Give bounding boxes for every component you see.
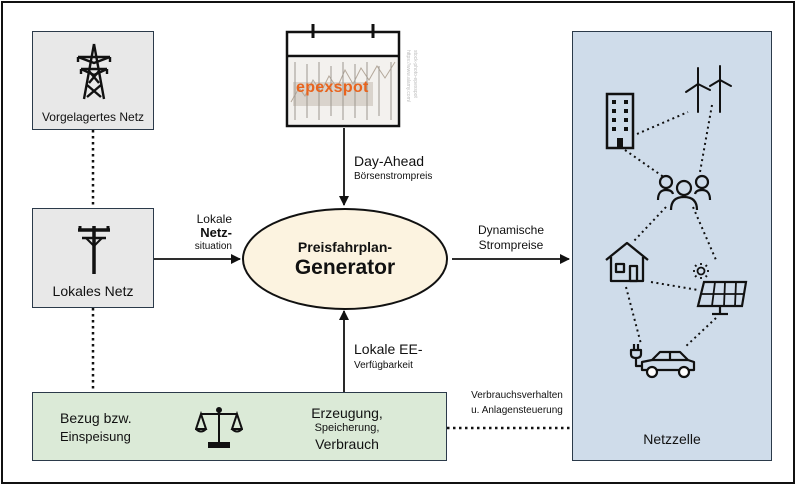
svg-text:https://www.alamy.com/: https://www.alamy.com/	[405, 50, 411, 103]
bezug-label: Bezug bzw.	[60, 410, 132, 426]
day-ahead-label: Day-Ahead	[354, 153, 425, 169]
verbrauchsverhalten-label: Verbrauchsverhalten	[471, 390, 563, 401]
building-icon	[605, 92, 635, 150]
epex-logo: epexspot	[296, 79, 369, 97]
wind-turbine-icon	[685, 65, 732, 113]
svg-text:stock-photo-epexspot: stock-photo-epexspot	[412, 50, 418, 98]
dynamische-label: Dynamische	[477, 223, 545, 237]
utility-pole-icon	[78, 226, 110, 274]
netz-label: Netz-	[200, 225, 232, 240]
electric-car-icon	[629, 344, 696, 379]
generator-ellipse	[242, 208, 448, 310]
solar-panel-icon	[693, 263, 748, 316]
verfuegbarkeit-label: Verfügbarkeit	[354, 360, 413, 371]
situation-label: situation	[194, 241, 232, 252]
erzeugung-label: Erzeugung,	[311, 405, 383, 421]
netzzelle-box	[572, 31, 772, 461]
netzzelle-network	[624, 104, 717, 349]
generator-title-main: Generator	[294, 256, 396, 279]
netzzelle-label: Netzzelle	[643, 431, 701, 447]
anlagensteuerung-label: u. Anlagensteuerung	[471, 405, 563, 416]
house-icon	[605, 241, 649, 283]
local-grid-label: Lokales Netz	[52, 283, 134, 299]
verbrauch-label: Verbrauch	[315, 436, 379, 452]
power-tower-icon	[76, 43, 112, 100]
speicherung-label: Speicherung,	[314, 422, 380, 434]
lokale-label: Lokale	[196, 212, 232, 226]
generator-title-top: Preisfahrplan-	[297, 239, 393, 255]
boersenstrompreis-label: Börsenstrompreis	[354, 171, 433, 182]
lokale-ee-label: Lokale EE-	[354, 341, 423, 357]
upstream-grid-label: Vorgelagertes Netz	[41, 110, 145, 124]
scale-icon	[195, 407, 243, 448]
strompreise-label: Strompreise	[478, 238, 544, 252]
calendar-icon: https://www.alamy.com/ stock-photo-epexs…	[285, 24, 418, 128]
people-icon	[656, 174, 712, 211]
epex-logo-text: epexspot	[296, 79, 369, 96]
einspeisung-label: Einspeisung	[60, 429, 131, 444]
bottom-box	[32, 392, 447, 461]
